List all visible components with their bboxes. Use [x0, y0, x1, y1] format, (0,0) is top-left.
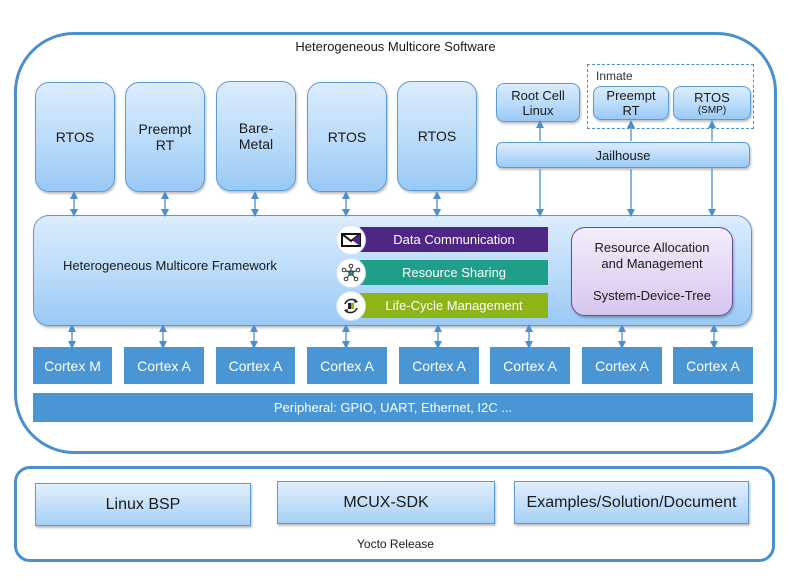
os-block-rtos-2[interactable]: RTOS [307, 82, 387, 192]
core-cortex-a-2[interactable]: Cortex A [216, 347, 295, 384]
core-cortex-a-4[interactable]: Cortex A [399, 347, 479, 384]
core-cortex-a-5[interactable]: Cortex A [490, 347, 570, 384]
core-cortex-a-7[interactable]: Cortex A [673, 347, 753, 384]
release-mcux-sdk[interactable]: MCUX-SDK [277, 481, 495, 524]
core-cortex-a-3[interactable]: Cortex A [307, 347, 387, 384]
release-title: Yocto Release [357, 537, 434, 551]
os-block-rtos-3[interactable]: RTOS [397, 81, 477, 191]
release-examples-solution-document[interactable]: Examples/Solution/Document [514, 481, 749, 524]
core-cortex-m[interactable]: Cortex M [33, 347, 112, 384]
service-resource-sharing[interactable]: Resource Sharing [360, 260, 548, 285]
inmate-label: Inmate [596, 69, 633, 83]
jailhouse-hypervisor-bar[interactable]: Jailhouse [496, 142, 750, 168]
release-linux-bsp[interactable]: Linux BSP [35, 483, 251, 526]
peripheral-bar[interactable]: Peripheral: GPIO, UART, Ethernet, I2C ..… [33, 393, 753, 422]
release-container [14, 466, 775, 562]
inmate-rtos-smp-block[interactable]: RTOS (SMP) [673, 86, 751, 120]
service-data-communication[interactable]: Data Communication [360, 227, 548, 252]
resource-allocation-box[interactable]: Resource Allocation and Management Syste… [571, 227, 733, 316]
inmate-group [587, 64, 754, 129]
network-nodes-icon [337, 259, 365, 287]
service-life-cycle-management[interactable]: Life-Cycle Management [360, 293, 548, 318]
core-cortex-a-6[interactable]: Cortex A [582, 347, 662, 384]
envelope-icon [337, 226, 365, 254]
inmate-preempt-rt-block[interactable]: Preempt RT [593, 86, 669, 120]
os-block-rtos-1[interactable]: RTOS [35, 82, 115, 192]
software-title: Heterogeneous Multicore Software [295, 39, 496, 54]
core-cortex-a-1[interactable]: Cortex A [124, 347, 204, 384]
framework-title: Heterogeneous Multicore Framework [63, 258, 277, 273]
lifecycle-cycle-icon [337, 292, 365, 320]
os-block-bare-metal[interactable]: Bare-Metal [216, 81, 296, 191]
root-cell-linux-block[interactable]: Root Cell Linux [496, 83, 580, 122]
software-container [14, 32, 777, 454]
